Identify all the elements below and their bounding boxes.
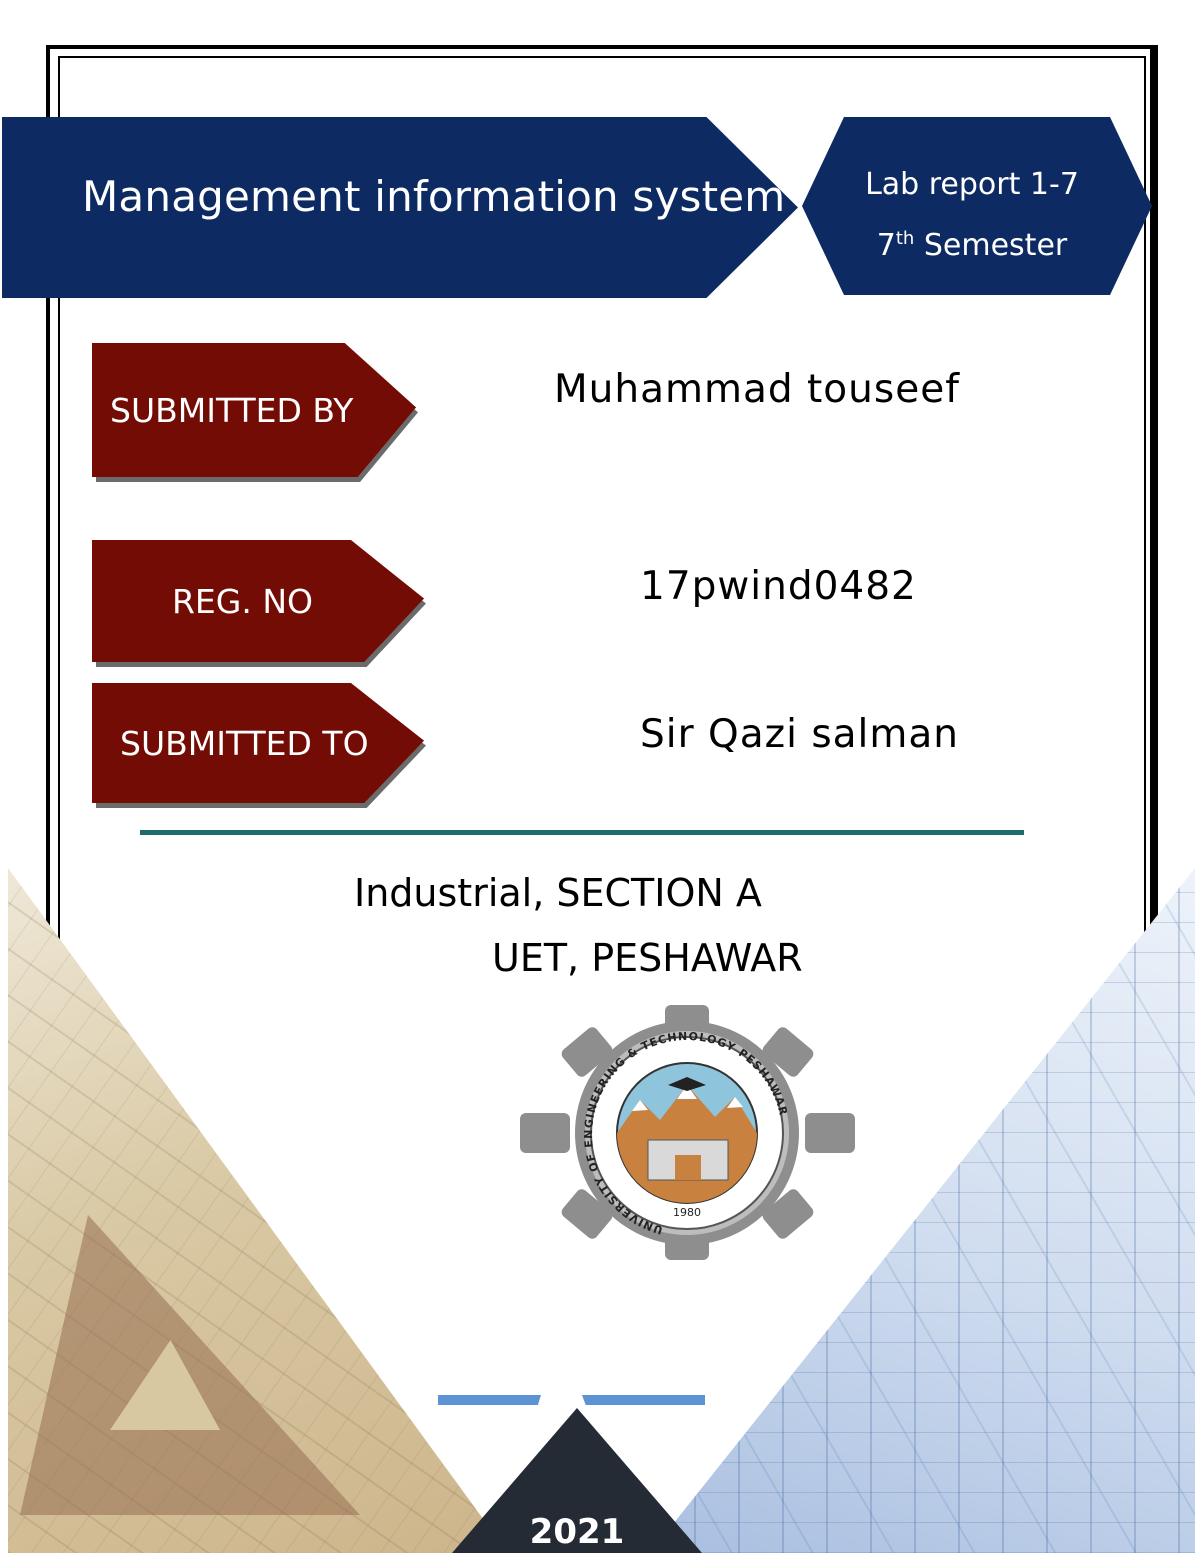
semester-line: 7th Semester: [802, 212, 1142, 273]
semester-number: 7: [876, 228, 896, 263]
submitted-by-value: Muhammad touseef: [554, 367, 960, 412]
reg-no-label: REG. NO: [172, 581, 313, 621]
footer-bar-left: [438, 1395, 541, 1405]
lab-report-info: Lab report 1-7 7th Semester: [802, 158, 1142, 273]
submitted-to-value: Sir Qazi salman: [640, 712, 959, 757]
reg-no-value: 17pwind0482: [640, 564, 917, 609]
lab-report-badge: [802, 117, 1152, 295]
semester-suffix: th: [895, 228, 915, 249]
report-year: 2021: [529, 1512, 625, 1552]
university-city: UET, PESHAWAR: [492, 936, 803, 980]
title-banner: [2, 117, 798, 298]
reg-no-tag: REG. NO: [92, 540, 424, 662]
logo-founded-year: 1980: [673, 1206, 701, 1219]
submitted-by-tag: SUBMITTED BY: [92, 343, 416, 477]
report-title: Management information system: [82, 172, 786, 221]
lab-report-range: Lab report 1-7: [865, 167, 1079, 202]
submitted-to-tag: SUBMITTED TO: [92, 683, 424, 803]
submitted-to-label: SUBMITTED TO: [120, 723, 369, 763]
page-border-shadow: [1150, 45, 1158, 1545]
department-section: Industrial, SECTION A: [354, 871, 762, 915]
section-divider: [140, 830, 1024, 835]
submitted-by-label: SUBMITTED BY: [110, 390, 354, 430]
uet-peshawar-logo: UNIVERSITY OF ENGINEERING & TECHNOLOGY P…: [520, 1005, 855, 1260]
page-border-inner: [58, 56, 1146, 1546]
semester-word: Semester: [914, 228, 1068, 263]
footer-bar-right: [582, 1395, 705, 1405]
